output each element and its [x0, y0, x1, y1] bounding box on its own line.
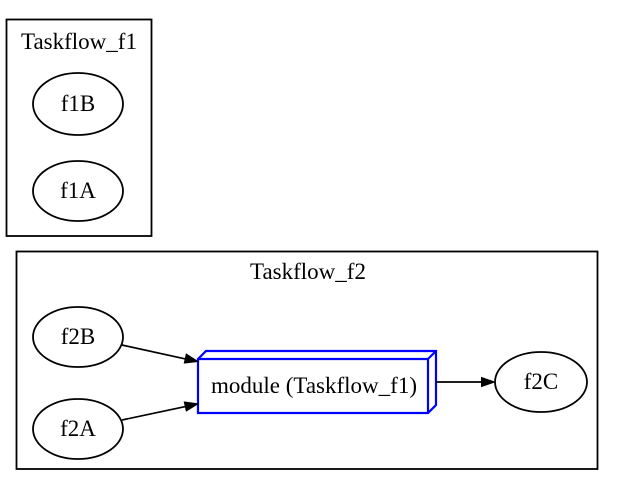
edge-f2A-to-module-line	[121, 405, 187, 421]
edge-f2A-to-module	[121, 401, 200, 421]
node-f1A-ellipse	[32, 160, 124, 222]
cluster-taskflow-f2-title: Taskflow_f2	[250, 259, 366, 284]
node-f2B: f2B	[32, 306, 124, 368]
cluster-taskflow-f2-border	[15, 250, 599, 470]
edge-f2B-to-module-line	[121, 344, 187, 361]
cluster-taskflow-f1: Taskflow_f1 f1B f1A	[5, 18, 153, 237]
node-f2B-label: f2B	[61, 324, 96, 349]
node-f2A-ellipse	[32, 398, 124, 460]
node-f2C: f2C	[494, 351, 588, 413]
edge-f2B-to-module	[121, 344, 200, 364]
edge-module-to-f2C	[436, 376, 496, 388]
node-f1A: f1A	[32, 160, 124, 222]
node-module-label: module (Taskflow_f1)	[211, 373, 417, 398]
node-f2A: f2A	[32, 398, 124, 460]
module-box3d-inner-edges	[198, 350, 437, 413]
node-f2C-label: f2C	[524, 369, 559, 394]
node-f2C-ellipse	[494, 351, 588, 413]
node-f1A-label: f1A	[60, 178, 96, 203]
edge-f2B-to-module-arrowhead	[183, 353, 200, 364]
node-f2A-label: f2A	[60, 416, 96, 441]
cluster-taskflow-f1-border	[5, 18, 153, 237]
cluster-taskflow-f2: Taskflow_f2 f2B f2A module (Taskflow_f1)	[15, 250, 599, 470]
edge-module-to-f2C-arrowhead	[481, 376, 496, 388]
module-box3d-outline	[196, 349, 438, 415]
edge-f2A-to-module-arrowhead	[183, 401, 200, 412]
cluster-taskflow-f1-title: Taskflow_f1	[21, 29, 137, 54]
node-f1B-ellipse	[32, 72, 124, 136]
node-f1B-label: f1B	[61, 91, 96, 116]
node-module-taskflow-f1: module (Taskflow_f1)	[196, 349, 438, 415]
node-f1B: f1B	[32, 72, 124, 136]
node-f2B-ellipse	[32, 306, 124, 368]
